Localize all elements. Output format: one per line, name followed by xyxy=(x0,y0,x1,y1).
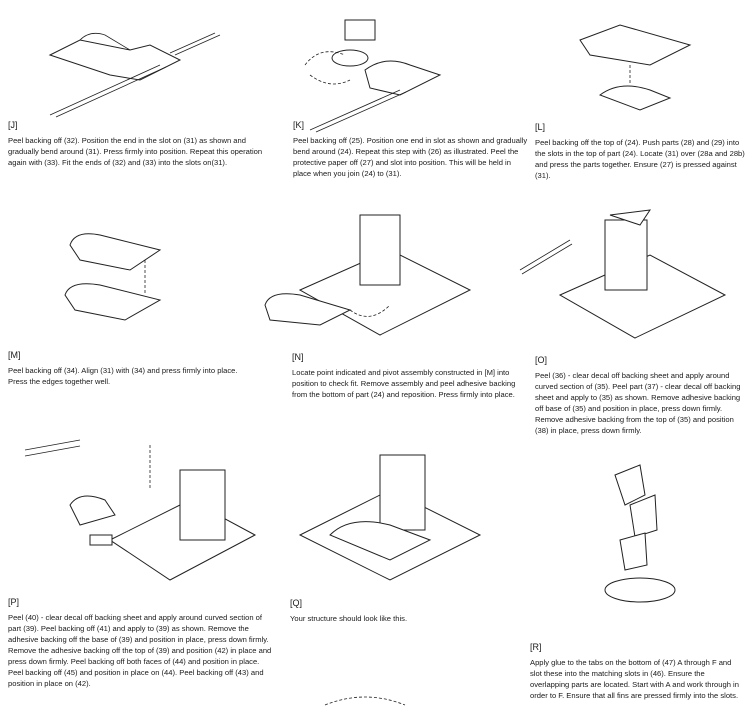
diagram-r xyxy=(604,464,676,603)
diagram-bottom-partial xyxy=(324,696,406,706)
step-m: [M] Peel backing off (34). Align (31) wi… xyxy=(8,350,243,387)
step-o: [O] Peel (36) - clear decal off backing … xyxy=(535,355,747,436)
diagram-j xyxy=(48,32,221,118)
step-text: Peel backing off (25). Position one end … xyxy=(293,136,528,178)
step-label: [M] xyxy=(8,350,21,360)
step-label: [J] xyxy=(8,120,18,130)
step-j: [J] Peel backing off (32). Position the … xyxy=(8,120,270,168)
step-l: [L] Peel backing off the top of (24). Pu… xyxy=(535,122,745,181)
step-text: Peel backing off the top of (24). Push p… xyxy=(535,138,745,180)
step-text: Your structure should look like this. xyxy=(290,614,408,623)
step-k: [K] Peel backing off (25). Position one … xyxy=(293,120,528,179)
step-label: [Q] xyxy=(290,598,303,608)
step-text: Peel (36) - clear decal off backing shee… xyxy=(535,371,741,435)
diagram-o xyxy=(519,209,727,339)
step-text: Locate point indicated and pivot assembl… xyxy=(292,368,516,399)
diagram-n xyxy=(264,214,472,336)
diagram-p xyxy=(24,439,257,581)
diagram-q xyxy=(298,454,482,581)
diagram-m xyxy=(64,233,162,321)
diagram-k xyxy=(304,19,442,133)
step-label: [O] xyxy=(535,355,548,365)
step-label: [L] xyxy=(535,122,546,132)
step-text: Apply glue to the tabs on the bottom of … xyxy=(530,658,739,700)
step-label: [K] xyxy=(293,120,305,130)
step-text: Peel (40) - clear decal off backing shee… xyxy=(8,613,272,688)
diagram-l xyxy=(579,24,692,111)
step-text: Peel backing off (32). Position the end … xyxy=(8,136,263,167)
step-r: [R] Apply glue to the tabs on the bottom… xyxy=(530,642,745,701)
step-label: [P] xyxy=(8,597,20,607)
step-label: [R] xyxy=(530,642,542,652)
step-n: [N] Locate point indicated and pivot ass… xyxy=(292,352,522,400)
step-q: [Q] Your structure should look like this… xyxy=(290,598,490,624)
step-text: Peel backing off (34). Align (31) with (… xyxy=(8,366,238,386)
step-p: [P] Peel (40) - clear decal off backing … xyxy=(8,597,273,689)
step-label: [N] xyxy=(292,352,304,362)
